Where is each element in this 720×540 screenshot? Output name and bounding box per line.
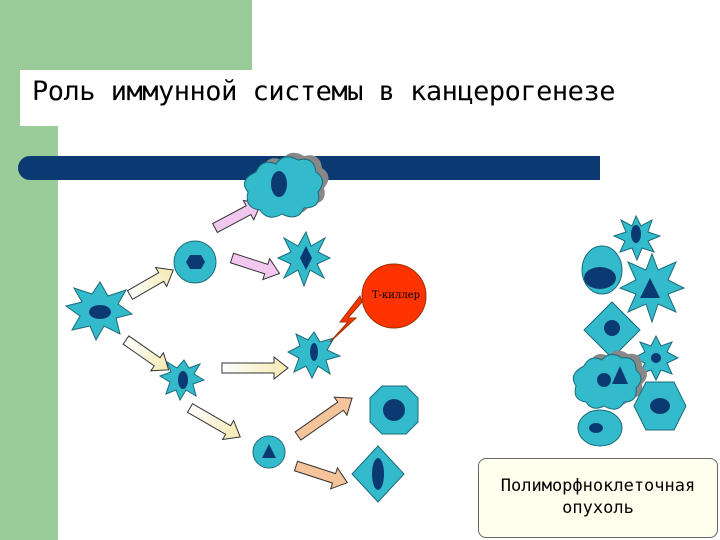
attacked-star-cell [286, 331, 342, 380]
arrow-to-octagon-cell [294, 396, 353, 441]
arrow-to-triangle-cell [186, 402, 241, 441]
tumor-star-top [612, 214, 662, 262]
star-cell-left [64, 281, 134, 342]
cloud-cell-top [243, 152, 329, 218]
tumor-cluster [572, 214, 687, 447]
tumor-hexagon-cell [633, 381, 687, 431]
arrow-to-top-cloud [211, 199, 262, 234]
tumor-oval-cell [577, 409, 623, 447]
diamond-cell [351, 445, 405, 503]
tumor-star-triangle [618, 252, 686, 324]
tumor-round-cell [581, 245, 623, 295]
t-killer-cell [329, 263, 427, 343]
title-background [20, 70, 720, 126]
tumor-cloud-cell [572, 350, 647, 410]
tumor-label-line1: Полиморфноклеточная [500, 476, 696, 496]
octagon-cell [369, 385, 419, 435]
triangle-cell [252, 435, 286, 469]
slide-title: Роль иммунной системы в канцерогенезе [32, 76, 615, 107]
arrow-to-star-cell [229, 252, 281, 281]
tumor-star-small [632, 334, 680, 382]
arrow-to-small-star [122, 335, 170, 372]
tumor-label-line2: опухоль [562, 498, 634, 518]
star-cell-small [158, 359, 206, 402]
arrow-to-attacked-cell [221, 355, 289, 381]
round-cell [173, 240, 217, 284]
arrow-to-diamond-cell [293, 460, 349, 490]
t-killer-label: Т-киллер [372, 290, 420, 301]
tumor-label-box: Полиморфноклеточная опухоль [478, 458, 718, 538]
arrow-to-round-cell [126, 266, 175, 301]
star-cell-middle [276, 230, 332, 288]
